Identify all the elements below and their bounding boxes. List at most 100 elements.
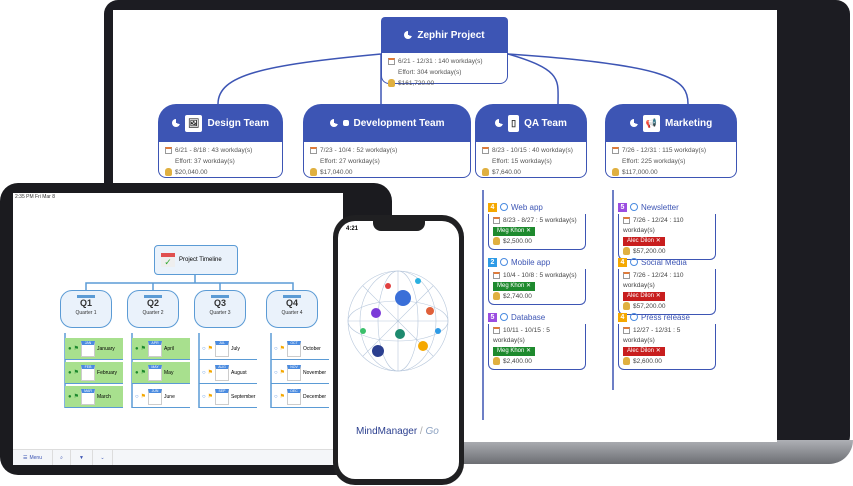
money-bag-icon <box>623 357 630 366</box>
calendar-icon <box>310 146 317 154</box>
team-icon: ▯ <box>508 114 520 132</box>
resource-tag[interactable]: Meg Khon ✕ <box>493 282 536 291</box>
money-bag-icon <box>623 302 630 311</box>
priority-icon: 5 <box>618 202 627 212</box>
team-topic[interactable]: Development Team <box>303 104 471 142</box>
month-topic[interactable]: ○ ⚑ DEC December <box>271 386 329 408</box>
calendar-icon: JUL <box>215 340 230 357</box>
check-circle-icon: ● <box>68 393 72 400</box>
mindmanager-go-logo: MindManager / Go <box>356 426 439 437</box>
resource-tag[interactable]: Alec Dilon ✕ <box>623 347 665 356</box>
resource-tag[interactable]: Alec Dilon ✕ <box>623 237 665 246</box>
progress-icon <box>630 258 638 266</box>
month-topic[interactable]: ○ ⚑ NOV November <box>271 362 329 384</box>
money-bag-icon <box>165 168 172 177</box>
status-bar: 2:35 PM Fri Mar 8 <box>15 194 56 200</box>
resource-tag[interactable]: Alec Dilon ✕ <box>623 292 665 301</box>
flag-icon: ⚑ <box>140 370 147 376</box>
project-timeline-topic[interactable]: ✓ Project Timeline <box>154 245 238 275</box>
calendar-icon: MAR <box>81 388 96 405</box>
calendar-icon: AUG <box>215 364 230 381</box>
month-topic[interactable]: ● ⚑ JAN January <box>65 338 123 360</box>
remove-icon[interactable]: ✕ <box>526 348 532 354</box>
flag-icon: ⚑ <box>73 394 80 400</box>
calendar-icon <box>623 216 630 224</box>
remove-icon[interactable]: ✕ <box>655 293 661 299</box>
month-topic[interactable]: ○ ⚑ SEP September <box>199 386 257 408</box>
network-globe-graphic <box>347 270 449 372</box>
month-topic[interactable]: ○ ⚑ AUG August <box>199 362 257 384</box>
flag-icon: ⚑ <box>279 346 286 352</box>
circle-icon: ○ <box>202 345 206 352</box>
circle-icon: ○ <box>202 393 206 400</box>
progress-icon <box>329 119 338 127</box>
calendar-icon: NOV <box>287 364 302 381</box>
month-topic[interactable]: ● ⚑ APR April <box>132 338 190 360</box>
phone-time: 4:21 <box>346 226 359 232</box>
resource-tag[interactable]: Meg Khon ✕ <box>493 227 536 236</box>
flag-icon: ⚑ <box>140 346 147 352</box>
check-circle-icon: ● <box>68 345 72 352</box>
calendar-icon: APR <box>148 340 163 357</box>
month-topic[interactable]: ○ ⚑ JUL July <box>199 338 257 360</box>
priority-icon: 4 <box>618 257 627 267</box>
chevron-down-icon[interactable]: ⌄ <box>93 450 113 465</box>
month-topic[interactable]: ○ ⚑ OCT October <box>271 338 329 360</box>
progress-icon <box>172 119 181 127</box>
money-bag-icon <box>493 237 500 246</box>
money-bag-icon <box>623 247 630 256</box>
circle-icon: ○ <box>274 345 278 352</box>
resource-tag[interactable]: Meg Khon ✕ <box>493 347 536 356</box>
team-topic[interactable]: ▯QA Team <box>475 104 587 142</box>
month-topic[interactable]: ● ⚑ MAR March <box>65 386 123 408</box>
calendar-icon <box>493 326 500 334</box>
filter-icon[interactable]: ▼ <box>71 450 93 465</box>
team-topic[interactable]: 🖼Design Team <box>158 104 283 142</box>
remove-icon[interactable]: ✕ <box>526 283 532 289</box>
team-card: 7/23 - 10/4 : 52 workday(s) Effort: 27 w… <box>303 142 471 178</box>
check-circle-icon: ● <box>135 345 139 352</box>
check-circle-icon: ● <box>68 369 72 376</box>
circle-icon: ○ <box>202 369 206 376</box>
menu-icon: ☰ <box>23 454 28 461</box>
month-topic[interactable]: ● ⚑ FEB February <box>65 362 123 384</box>
root-topic[interactable]: Zephir Project <box>381 17 508 53</box>
flag-icon: ⚑ <box>207 346 214 352</box>
priority-icon: 4 <box>488 202 497 212</box>
month-topic[interactable]: ● ⚑ MAY May <box>132 362 190 384</box>
menu-button[interactable]: ☰Menu <box>13 450 53 465</box>
progress-icon <box>630 203 638 211</box>
timeline-connectors <box>64 275 294 408</box>
money-bag-icon <box>310 168 317 177</box>
flag-icon: ⚑ <box>207 370 214 376</box>
team-topic[interactable]: 📢Marketing <box>605 104 737 142</box>
calendar-icon <box>482 146 489 154</box>
calendar-icon: JAN <box>81 340 96 357</box>
calendar-icon <box>388 57 395 65</box>
remove-icon[interactable]: ✕ <box>526 228 532 234</box>
search-icon[interactable]: ⌕ <box>53 450 71 465</box>
flag-icon: ⚑ <box>279 394 286 400</box>
money-bag-icon <box>482 168 489 177</box>
calendar-icon <box>493 216 500 224</box>
progress-icon <box>500 258 508 266</box>
month-topic[interactable]: ○ ⚑ JUN June <box>132 386 190 408</box>
root-card: 6/21 - 12/31 : 140 workday(s) Effort: 30… <box>381 53 508 88</box>
flag-icon: ⚑ <box>140 394 147 400</box>
calendar-icon: DEC <box>287 388 302 405</box>
flag-icon: ⚑ <box>73 346 80 352</box>
remove-icon[interactable]: ✕ <box>655 238 661 244</box>
phone-notch <box>373 221 425 231</box>
circle-icon: ○ <box>274 393 278 400</box>
remove-icon[interactable]: ✕ <box>655 348 661 354</box>
